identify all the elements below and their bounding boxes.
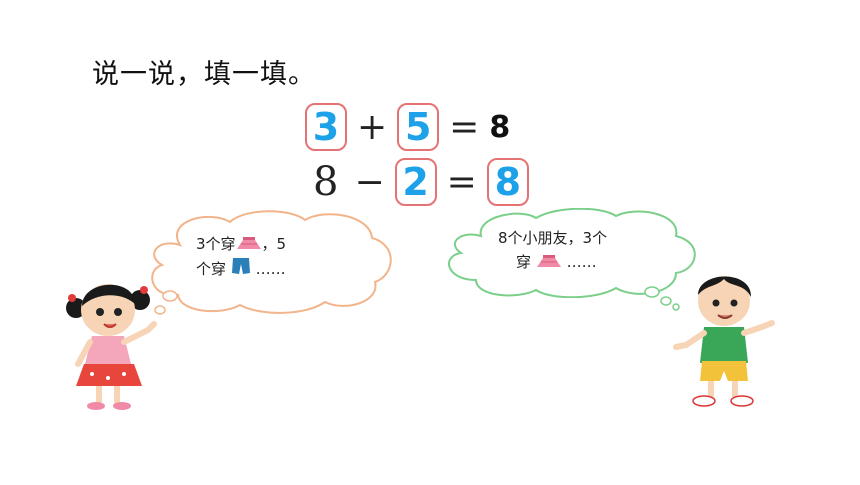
boy-bubble-tail — [644, 286, 680, 311]
girl-bubble-tail — [154, 290, 178, 315]
minuend-value: 8 — [313, 159, 339, 205]
equation-addition: 3 + 5 = 8 — [305, 103, 510, 151]
skirt-icon — [536, 251, 562, 275]
girl-thought-bubble — [151, 210, 392, 314]
equals-sign: = — [446, 161, 477, 203]
plus-sign: + — [357, 106, 388, 148]
answer-box-difference[interactable]: 8 — [486, 158, 529, 206]
answer-box-addend-2[interactable]: 5 — [397, 103, 440, 151]
instruction-title: 说一说，填一填。 — [92, 59, 316, 90]
boy-thought-bubble — [448, 208, 696, 298]
equals-sign: = — [449, 106, 480, 148]
girl-line1-post: ，5 — [261, 235, 287, 253]
girl-line2-pre: 个穿 — [196, 259, 227, 278]
girl-line1-pre: 3个穿 — [196, 235, 236, 253]
shorts-icon — [231, 257, 251, 282]
answer-box-subtrahend[interactable]: 2 — [394, 158, 437, 206]
boy-line2-post: …… — [566, 253, 597, 271]
boy-bubble-text: 8个小朋友，3个 穿 …… — [498, 226, 607, 275]
girl-character — [66, 284, 157, 410]
boy-line1: 8个小朋友，3个 — [498, 229, 608, 247]
girl-bubble-text: 3个穿 ，5 个穿 …… — [196, 232, 286, 282]
minus-sign: − — [354, 161, 385, 203]
answer-box-addend-1[interactable]: 3 — [305, 103, 347, 151]
boy-line2-pre: 穿 — [516, 253, 532, 271]
girl-line2-post: …… — [255, 259, 286, 278]
skirt-icon — [236, 233, 262, 257]
sum-value: 8 — [489, 109, 511, 145]
boy-character — [673, 276, 775, 407]
equation-subtraction: 8 − 2 = 8 — [313, 158, 529, 206]
